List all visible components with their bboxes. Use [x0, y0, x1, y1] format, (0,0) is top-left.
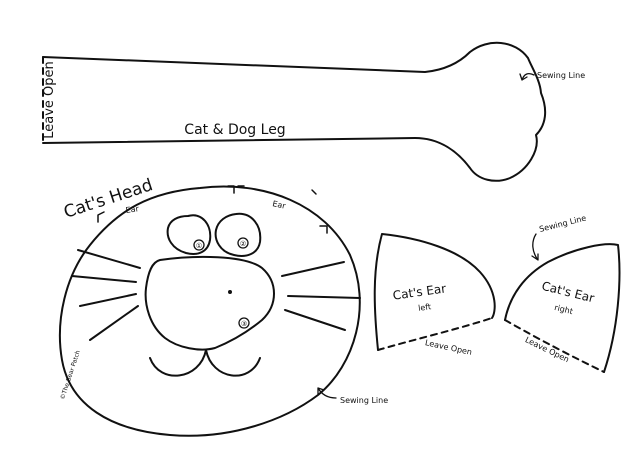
ear-left-outline: [373, 233, 496, 351]
leg-sewing-line-label: Sewing Line: [537, 71, 585, 80]
nose-outline: [144, 255, 275, 351]
leg-piece: [42, 41, 547, 182]
ear-left-title: Cat's Ear: [392, 281, 447, 302]
leg-outline: [42, 41, 547, 182]
leg-sewing-line-arrow: [519, 73, 535, 81]
whisker-left-3: [79, 293, 137, 307]
whisker-left-1: [77, 249, 141, 269]
ear-right-sewing-line-arrow: [531, 233, 539, 261]
head-outline: [58, 185, 361, 437]
ear-left-leave-open: Leave Open: [424, 338, 473, 357]
eye-right-number: ②: [240, 240, 246, 248]
whisker-left-4: [89, 305, 139, 341]
eye-left-outline: [166, 214, 212, 255]
eye-left-number: ①: [196, 242, 202, 250]
ear-mark-right-2: [319, 225, 328, 234]
eye-right-outline: [214, 212, 262, 257]
leg-title: Cat & Dog Leg: [184, 122, 285, 138]
ear-left-side: left: [418, 302, 432, 313]
leg-leave-open-label: Leave Open: [42, 61, 57, 139]
head-title: Cat's Head: [61, 175, 155, 223]
ear-right-side: right: [553, 303, 573, 316]
ear-mark-left-2: [227, 185, 235, 194]
ear-right-sewing-line-label: Sewing Line: [538, 214, 587, 234]
ear-right-title: Cat's Ear: [540, 279, 596, 306]
ear-right-open-edge: [504, 319, 605, 373]
head-piece: [58, 185, 361, 437]
head-ear-right-label: Ear: [272, 199, 288, 211]
whisker-right-1: [281, 261, 345, 277]
copyright-text: ©The Bear Patch: [59, 349, 82, 400]
head-ear-left-label: Ear: [125, 204, 140, 215]
ear-left-open-edge: [377, 317, 493, 351]
eye-left-marker: [193, 239, 205, 251]
whisker-left-2: [71, 275, 137, 283]
nose-number: ③: [241, 320, 247, 328]
whisker-right-2: [287, 295, 361, 299]
nose-center-dot: [228, 290, 232, 294]
ear-right-outline: [504, 243, 621, 373]
ear-mark-left-1: [97, 211, 105, 223]
nose-marker: [238, 317, 250, 329]
ear-right-piece: [504, 233, 621, 373]
mouth-curve: [149, 349, 261, 377]
ear-left-piece: [373, 233, 496, 351]
ear-right-leave-open: Leave Open: [524, 335, 571, 364]
head-sewing-line-arrow: [317, 387, 337, 399]
whisker-right-3: [284, 309, 346, 331]
head-sewing-line-label: Sewing Line: [340, 396, 388, 405]
eye-right-marker: [237, 237, 249, 249]
ear-mark-right-3: [311, 189, 317, 195]
